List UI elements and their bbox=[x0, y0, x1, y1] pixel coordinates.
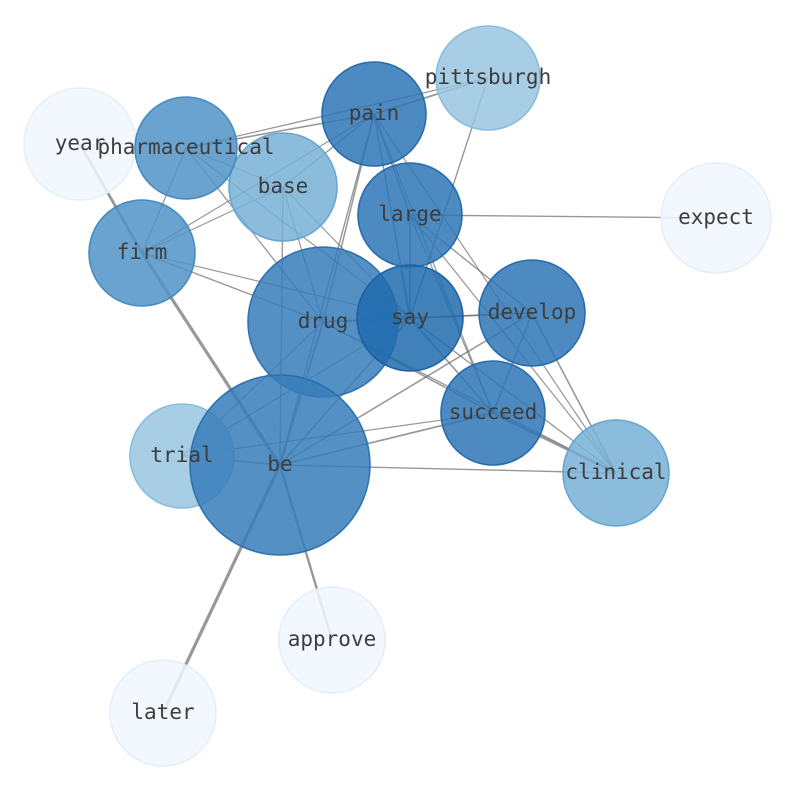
node-label-develop: develop bbox=[488, 300, 577, 324]
labels-layer: year expect approve later pittsburgh trial bas… bbox=[55, 65, 754, 724]
node-label-year: year bbox=[55, 131, 106, 155]
node-pittsburgh bbox=[435, 25, 541, 131]
node-later bbox=[109, 659, 217, 767]
node-label-approve: approve bbox=[288, 627, 377, 651]
node-firm bbox=[88, 199, 196, 307]
node-label-pharmaceutical: pharmaceutical bbox=[97, 135, 274, 159]
edge-pain-succeed bbox=[373, 113, 494, 414]
node-label-trial: trial bbox=[150, 443, 213, 467]
node-clinical bbox=[562, 419, 670, 527]
node-label-large: large bbox=[378, 202, 441, 226]
node-label-clinical: clinical bbox=[565, 460, 666, 484]
node-succeed bbox=[440, 360, 546, 466]
node-label-pittsburgh: pittsburgh bbox=[425, 65, 551, 89]
node-label-drug: drug bbox=[298, 309, 349, 333]
node-pain bbox=[321, 61, 427, 167]
node-develop bbox=[478, 259, 586, 367]
node-be bbox=[189, 374, 371, 556]
node-base bbox=[228, 132, 338, 242]
node-label-be: be bbox=[267, 452, 292, 476]
node-label-base: base bbox=[258, 174, 309, 198]
node-expect bbox=[660, 162, 772, 274]
node-label-succeed: succeed bbox=[449, 400, 538, 424]
node-approve bbox=[278, 586, 386, 694]
node-pharmaceutical bbox=[134, 96, 238, 200]
node-label-pain: pain bbox=[349, 101, 400, 125]
node-label-firm: firm bbox=[117, 240, 168, 264]
node-label-later: later bbox=[131, 700, 194, 724]
node-say bbox=[356, 264, 464, 372]
node-label-expect: expect bbox=[678, 205, 754, 229]
node-label-say: say bbox=[391, 305, 429, 329]
nodes-layer bbox=[23, 25, 772, 767]
